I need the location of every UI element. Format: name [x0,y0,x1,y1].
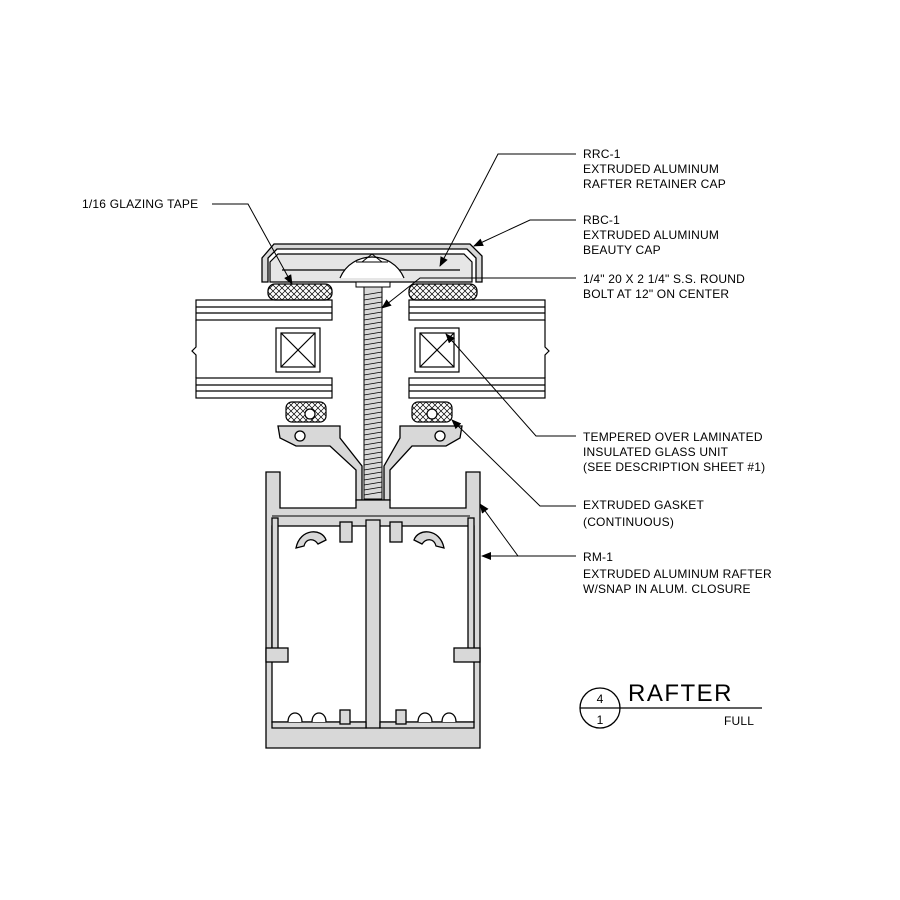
bolt-thread [363,476,383,481]
bolt-thread [363,471,383,476]
bolt-thread [363,466,383,471]
bolt-thread [363,426,383,431]
bolt-thread [363,336,383,341]
bolt-thread [363,421,383,426]
bolt-line-2: BOLT AT 12" ON CENTER [583,287,729,301]
bolt-line-1: 1/4" 20 X 2 1/4" S.S. ROUND [583,272,745,286]
bolt-thread [363,296,383,301]
retainer-cap [269,253,473,283]
title-block: 4 1 RAFTER FULL [579,680,762,729]
rbc-line-2: EXTRUDED ALUMINUM [583,228,719,242]
bolt-thread [363,401,383,406]
bolt-thread [363,291,383,296]
bolt-thread [363,436,383,441]
rbc-line-1: RBC-1 [583,213,620,227]
rafter-body [265,471,481,749]
bolt-thread [363,326,383,331]
bolt-thread [363,301,383,306]
glazing-tape-label: 1/16 GLAZING TAPE [82,197,198,211]
bolt-thread [363,456,383,461]
bolt-thread [363,356,383,361]
bolt-thread [363,351,383,356]
detail-title: RAFTER [628,680,733,707]
bolt-thread [363,306,383,311]
detail-scale: FULL [724,714,754,728]
bolt-thread [363,371,383,376]
rafter-line-3: W/SNAP IN ALUM. CLOSURE [583,582,751,596]
bolt-thread [363,406,383,411]
rrc-line-1: RRC-1 [583,147,621,161]
bolt-thread [363,486,383,491]
bolt [355,281,391,500]
bolt-thread [363,416,383,421]
gasket-line-1: EXTRUDED GASKET [583,498,704,512]
bolt-thread [363,461,383,466]
glazing-tape-left [267,283,333,301]
glazing-tape-right [408,283,478,301]
rbc-callout: RBC-1 EXTRUDED ALUMINUM BEAUTY CAP [583,213,719,257]
leader-lines [212,153,576,560]
bolt-thread [363,386,383,391]
bolt-thread [363,341,383,346]
bolt-thread [363,361,383,366]
bolt-thread [363,396,383,401]
gasket-line-2: (CONTINUOUS) [583,515,674,529]
rafter-line-1: RM-1 [583,550,613,564]
rbc-line-3: BEAUTY CAP [583,243,661,257]
rrc-line-3: RAFTER RETAINER CAP [583,177,726,191]
bolt-thread [363,381,383,386]
bolt-thread [363,481,383,486]
bolt-thread [363,366,383,371]
bolt-thread [363,311,383,316]
bolt-thread [363,321,383,326]
bolt-callout: 1/4" 20 X 2 1/4" S.S. ROUND BOLT AT 12" … [583,272,745,301]
bolt-thread [363,316,383,321]
bolt-thread [363,431,383,436]
bolt-thread [363,491,383,496]
rrc-line-2: EXTRUDED ALUMINUM [583,162,719,176]
glass-unit-left [191,299,333,399]
glass-unit-right [408,299,550,399]
sheet-number: 1 [597,713,604,727]
glass-callout: TEMPERED OVER LAMINATED INSULATED GLASS … [583,430,765,474]
detail-number: 4 [597,692,604,706]
rafter-callout: RM-1 EXTRUDED ALUMINUM RAFTER W/SNAP IN … [583,550,772,596]
beauty-cap [261,243,483,283]
bolt-thread [363,346,383,351]
bolt-thread [363,441,383,446]
bolt-thread [363,451,383,456]
gasket-left [285,401,327,423]
bolt-thread [363,446,383,451]
rafter-line-2: EXTRUDED ALUMINUM RAFTER [583,567,772,581]
rrc-callout: RRC-1 EXTRUDED ALUMINUM RAFTER RETAINER … [583,147,726,191]
bolt-thread [363,331,383,336]
bolt-thread [363,411,383,416]
bolt-thread [363,391,383,396]
gasket-right [411,401,453,423]
bolt-thread [363,376,383,381]
glass-line-2: INSULATED GLASS UNIT [583,445,729,459]
glass-line-1: TEMPERED OVER LAMINATED [583,430,763,444]
glass-line-3: (SEE DESCRIPTION SHEET #1) [583,460,765,474]
gasket-callout: EXTRUDED GASKET (CONTINUOUS) [583,498,704,529]
